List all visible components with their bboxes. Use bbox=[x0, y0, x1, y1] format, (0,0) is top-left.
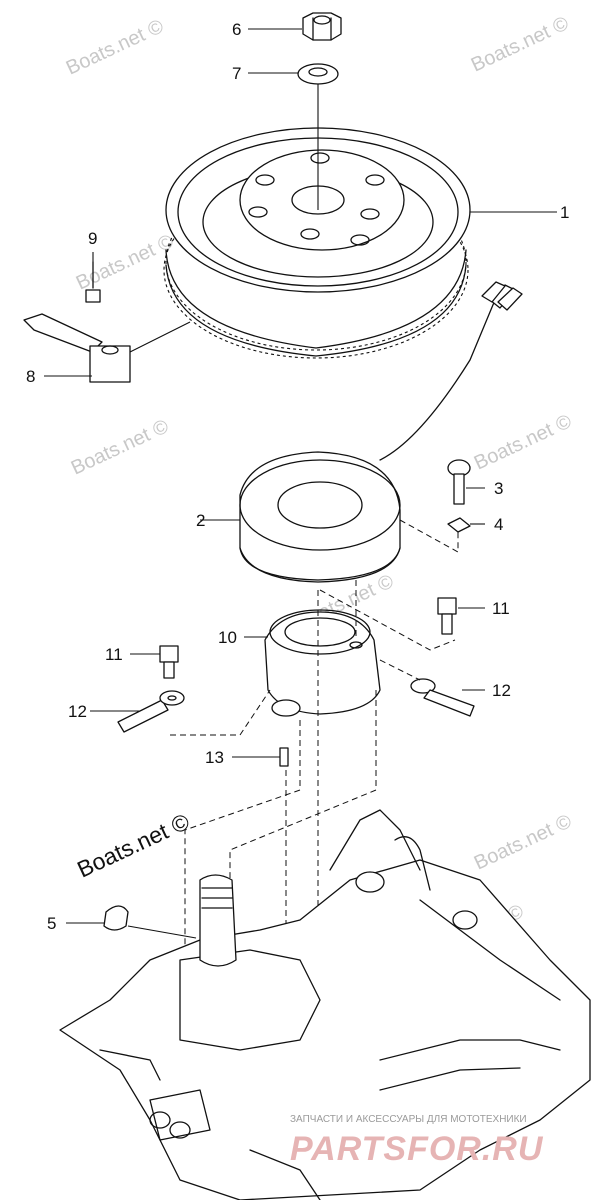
callout-8: 8 bbox=[26, 367, 35, 386]
assembly-line bbox=[170, 689, 271, 736]
assembly-line bbox=[229, 690, 377, 880]
watermark: Boats.net © bbox=[471, 410, 576, 474]
assembly-line bbox=[184, 720, 301, 1010]
watermark: Boats.net © bbox=[68, 415, 173, 479]
stator-base-part-10 bbox=[244, 609, 381, 717]
bolt-part-11-right bbox=[437, 597, 485, 635]
callout-12-left: 12 bbox=[68, 702, 87, 721]
stator-part-2 bbox=[200, 281, 523, 583]
flywheel-part-1 bbox=[163, 84, 557, 359]
callout-13: 13 bbox=[205, 748, 224, 767]
engine-block bbox=[59, 809, 591, 1200]
nut-part-6 bbox=[302, 12, 342, 41]
callout-2: 2 bbox=[196, 511, 205, 530]
bolt-part-3 bbox=[447, 459, 485, 505]
watermark: Boats.net © bbox=[471, 810, 576, 874]
watermark: Boats.net © bbox=[63, 15, 168, 79]
callout-1: 1 bbox=[560, 203, 569, 222]
callout-3: 3 bbox=[494, 479, 503, 498]
woodruff-key-part-5 bbox=[66, 905, 197, 939]
washer-part-4 bbox=[447, 517, 485, 533]
callout-7: 7 bbox=[232, 64, 241, 83]
watermark: Boats.net © bbox=[468, 12, 573, 76]
bolt-part-11-left bbox=[130, 645, 179, 679]
callout-5: 5 bbox=[47, 914, 56, 933]
boats-net-watermark: Boats.net © bbox=[73, 808, 193, 883]
callout-12-right: 12 bbox=[492, 681, 511, 700]
callout-11-left: 11 bbox=[105, 645, 123, 664]
screw-part-9 bbox=[85, 261, 101, 303]
assembly-line bbox=[379, 659, 421, 681]
dowel-pin-part-13 bbox=[232, 747, 289, 767]
ground-terminal-part-12-left bbox=[90, 690, 185, 733]
callout-9: 9 bbox=[88, 229, 97, 248]
site-logo: PARTSFOR.RU bbox=[290, 1130, 544, 1168]
washer-part-7 bbox=[297, 63, 339, 85]
ground-terminal-part-12-right bbox=[410, 678, 485, 717]
callout-4: 4 bbox=[494, 515, 503, 534]
callout-6: 6 bbox=[232, 20, 241, 39]
site-logo-tagline: ЗАПЧАСТИ И АКСЕССУАРЫ ДЛЯ МОТОТЕХНИКИ bbox=[290, 1114, 527, 1125]
pulser-coil-part-8 bbox=[23, 313, 191, 383]
assembly-line bbox=[319, 589, 456, 651]
assembly-line bbox=[399, 519, 459, 553]
callout-11-right: 11 bbox=[492, 599, 510, 618]
callout-10: 10 bbox=[218, 628, 237, 647]
